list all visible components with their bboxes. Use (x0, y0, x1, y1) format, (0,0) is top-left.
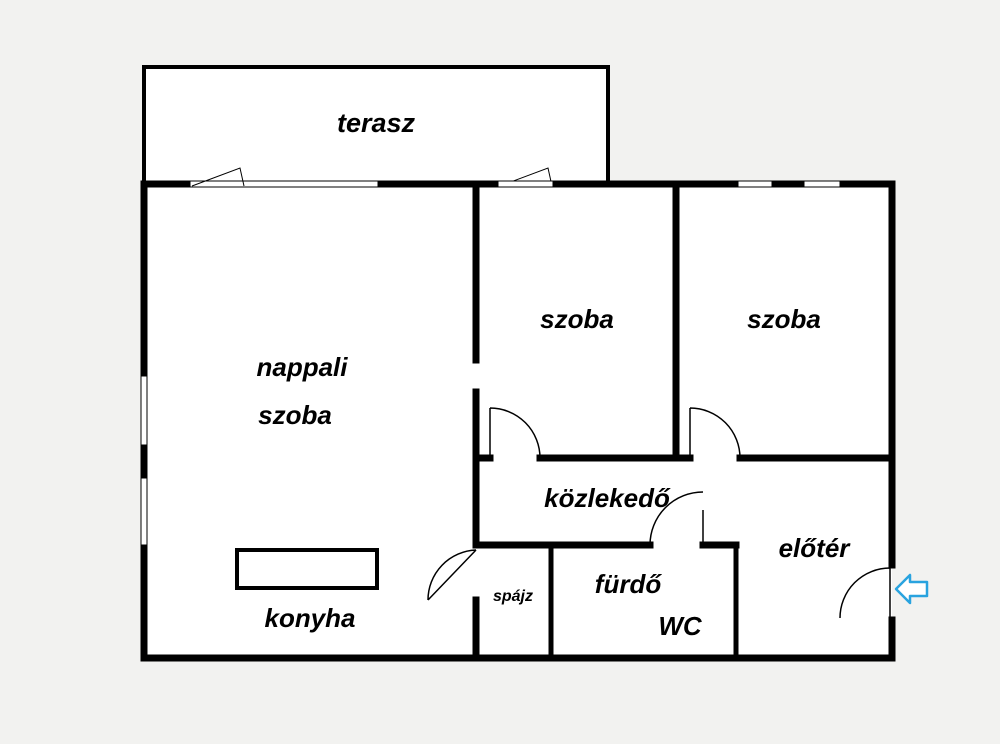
kitchen-label: konyha (264, 603, 355, 633)
corridor-label: közlekedő (544, 483, 671, 513)
door-left-bedroom (489, 407, 541, 459)
entrance-arrow-icon (894, 573, 929, 605)
terrace-area (144, 66, 608, 183)
wc-label: WC (658, 611, 703, 641)
living-room-label-line1: nappali (256, 352, 348, 382)
terrace-label: terasz (337, 108, 416, 138)
door-entrance (839, 567, 891, 619)
pantry-label: spájz (493, 588, 533, 605)
doors (427, 407, 891, 619)
terrace-doors (191, 167, 554, 188)
living-room-label-line2: szoba (258, 400, 332, 430)
bathroom-label: fürdő (595, 569, 663, 599)
left-bedroom-label: szoba (540, 304, 614, 334)
windows (140, 180, 841, 546)
right-bedroom-label: szoba (747, 304, 821, 334)
walls (140, 65, 896, 662)
door-right-bedroom (689, 407, 741, 459)
kitchen-counter (235, 548, 379, 590)
hall-label: előtér (779, 533, 852, 563)
door-kitchen (427, 549, 477, 601)
door-bathroom (649, 491, 704, 546)
